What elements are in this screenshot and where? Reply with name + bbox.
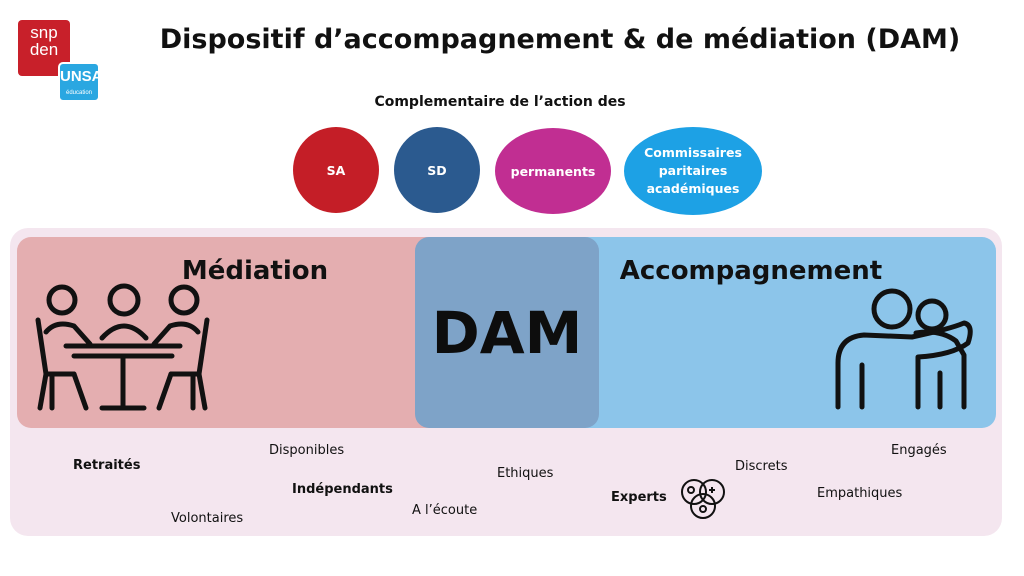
logo-badge-sub: éducation: [65, 90, 93, 96]
people-at-table-icon: [35, 283, 210, 411]
expertise-venn-icon: [681, 479, 725, 519]
dam-box: DAM: [415, 237, 599, 428]
quality-disponibles: Disponibles: [269, 443, 345, 458]
quality-engages: Engagés: [891, 443, 947, 458]
partner-sa: SA: [293, 127, 379, 213]
quality-independants: Indépendants: [292, 482, 393, 497]
quality-retraites: Retraités: [73, 458, 141, 473]
logo-line2: den: [29, 40, 59, 59]
quality-ethiques: Ethiques: [497, 466, 554, 481]
partner-commissaires: Commissaires paritaires académiques: [624, 127, 762, 215]
quality-discrets: Discrets: [735, 459, 788, 474]
page-title: Dispositif d’accompagnement & de médiati…: [159, 24, 961, 55]
mediation-heading: Médiation: [181, 256, 329, 286]
unsa-logo: UNSA éducation: [58, 62, 103, 102]
quality-volontaires: Volontaires: [171, 511, 244, 526]
quality-a-lecoute: A l’écoute: [412, 503, 478, 518]
quality-experts: Experts: [611, 490, 667, 505]
subtitle: Complementaire de l’action des: [374, 94, 626, 110]
partner-permanents: permanents: [495, 128, 611, 214]
mediation-box: [17, 237, 477, 428]
accompagnement-heading: Accompagnement: [619, 256, 883, 286]
logo-line1: snp: [30, 23, 58, 42]
quality-empathiques: Empathiques: [817, 486, 903, 501]
logo-badge: UNSA: [60, 68, 103, 85]
partner-sd: SD: [394, 127, 480, 213]
snpden-logo: snp den: [18, 20, 70, 76]
supportive-hug-icon: [835, 288, 973, 410]
